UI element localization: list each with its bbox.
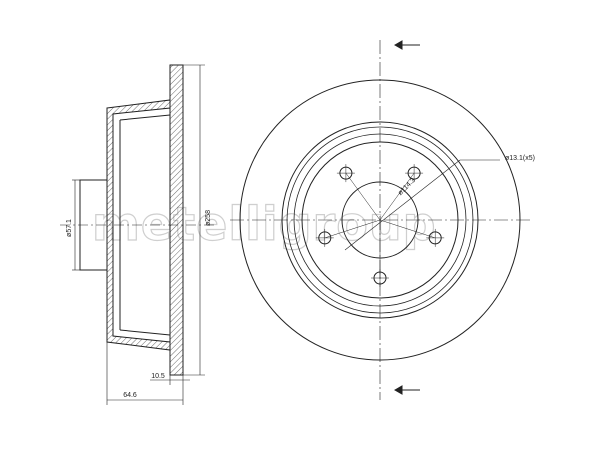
front-view	[230, 40, 530, 400]
dim-height-label: 64.6	[123, 392, 137, 399]
side-section-view	[60, 64, 215, 405]
bolt-hole-spoke	[324, 219, 381, 239]
bolt-hole-spoke	[379, 172, 415, 221]
front-dim-leaders	[344, 159, 500, 251]
dim-outer-diameter-label: ø258	[205, 210, 212, 226]
dim-bolt-holes-label: ø13.1(x5)	[505, 155, 535, 162]
dim-hub-diameter-label: ø57.1	[66, 219, 73, 237]
friction-ring-section	[169, 64, 184, 376]
dim-thickness-label: 10.5	[151, 373, 165, 380]
watermark-logo: metelligroup	[92, 197, 437, 251]
bolt-hole-spoke	[379, 219, 436, 239]
top-hat-flange-section	[106, 99, 171, 351]
bolt-hole-group	[315, 164, 445, 287]
bolt-hole-spoke	[345, 172, 381, 221]
